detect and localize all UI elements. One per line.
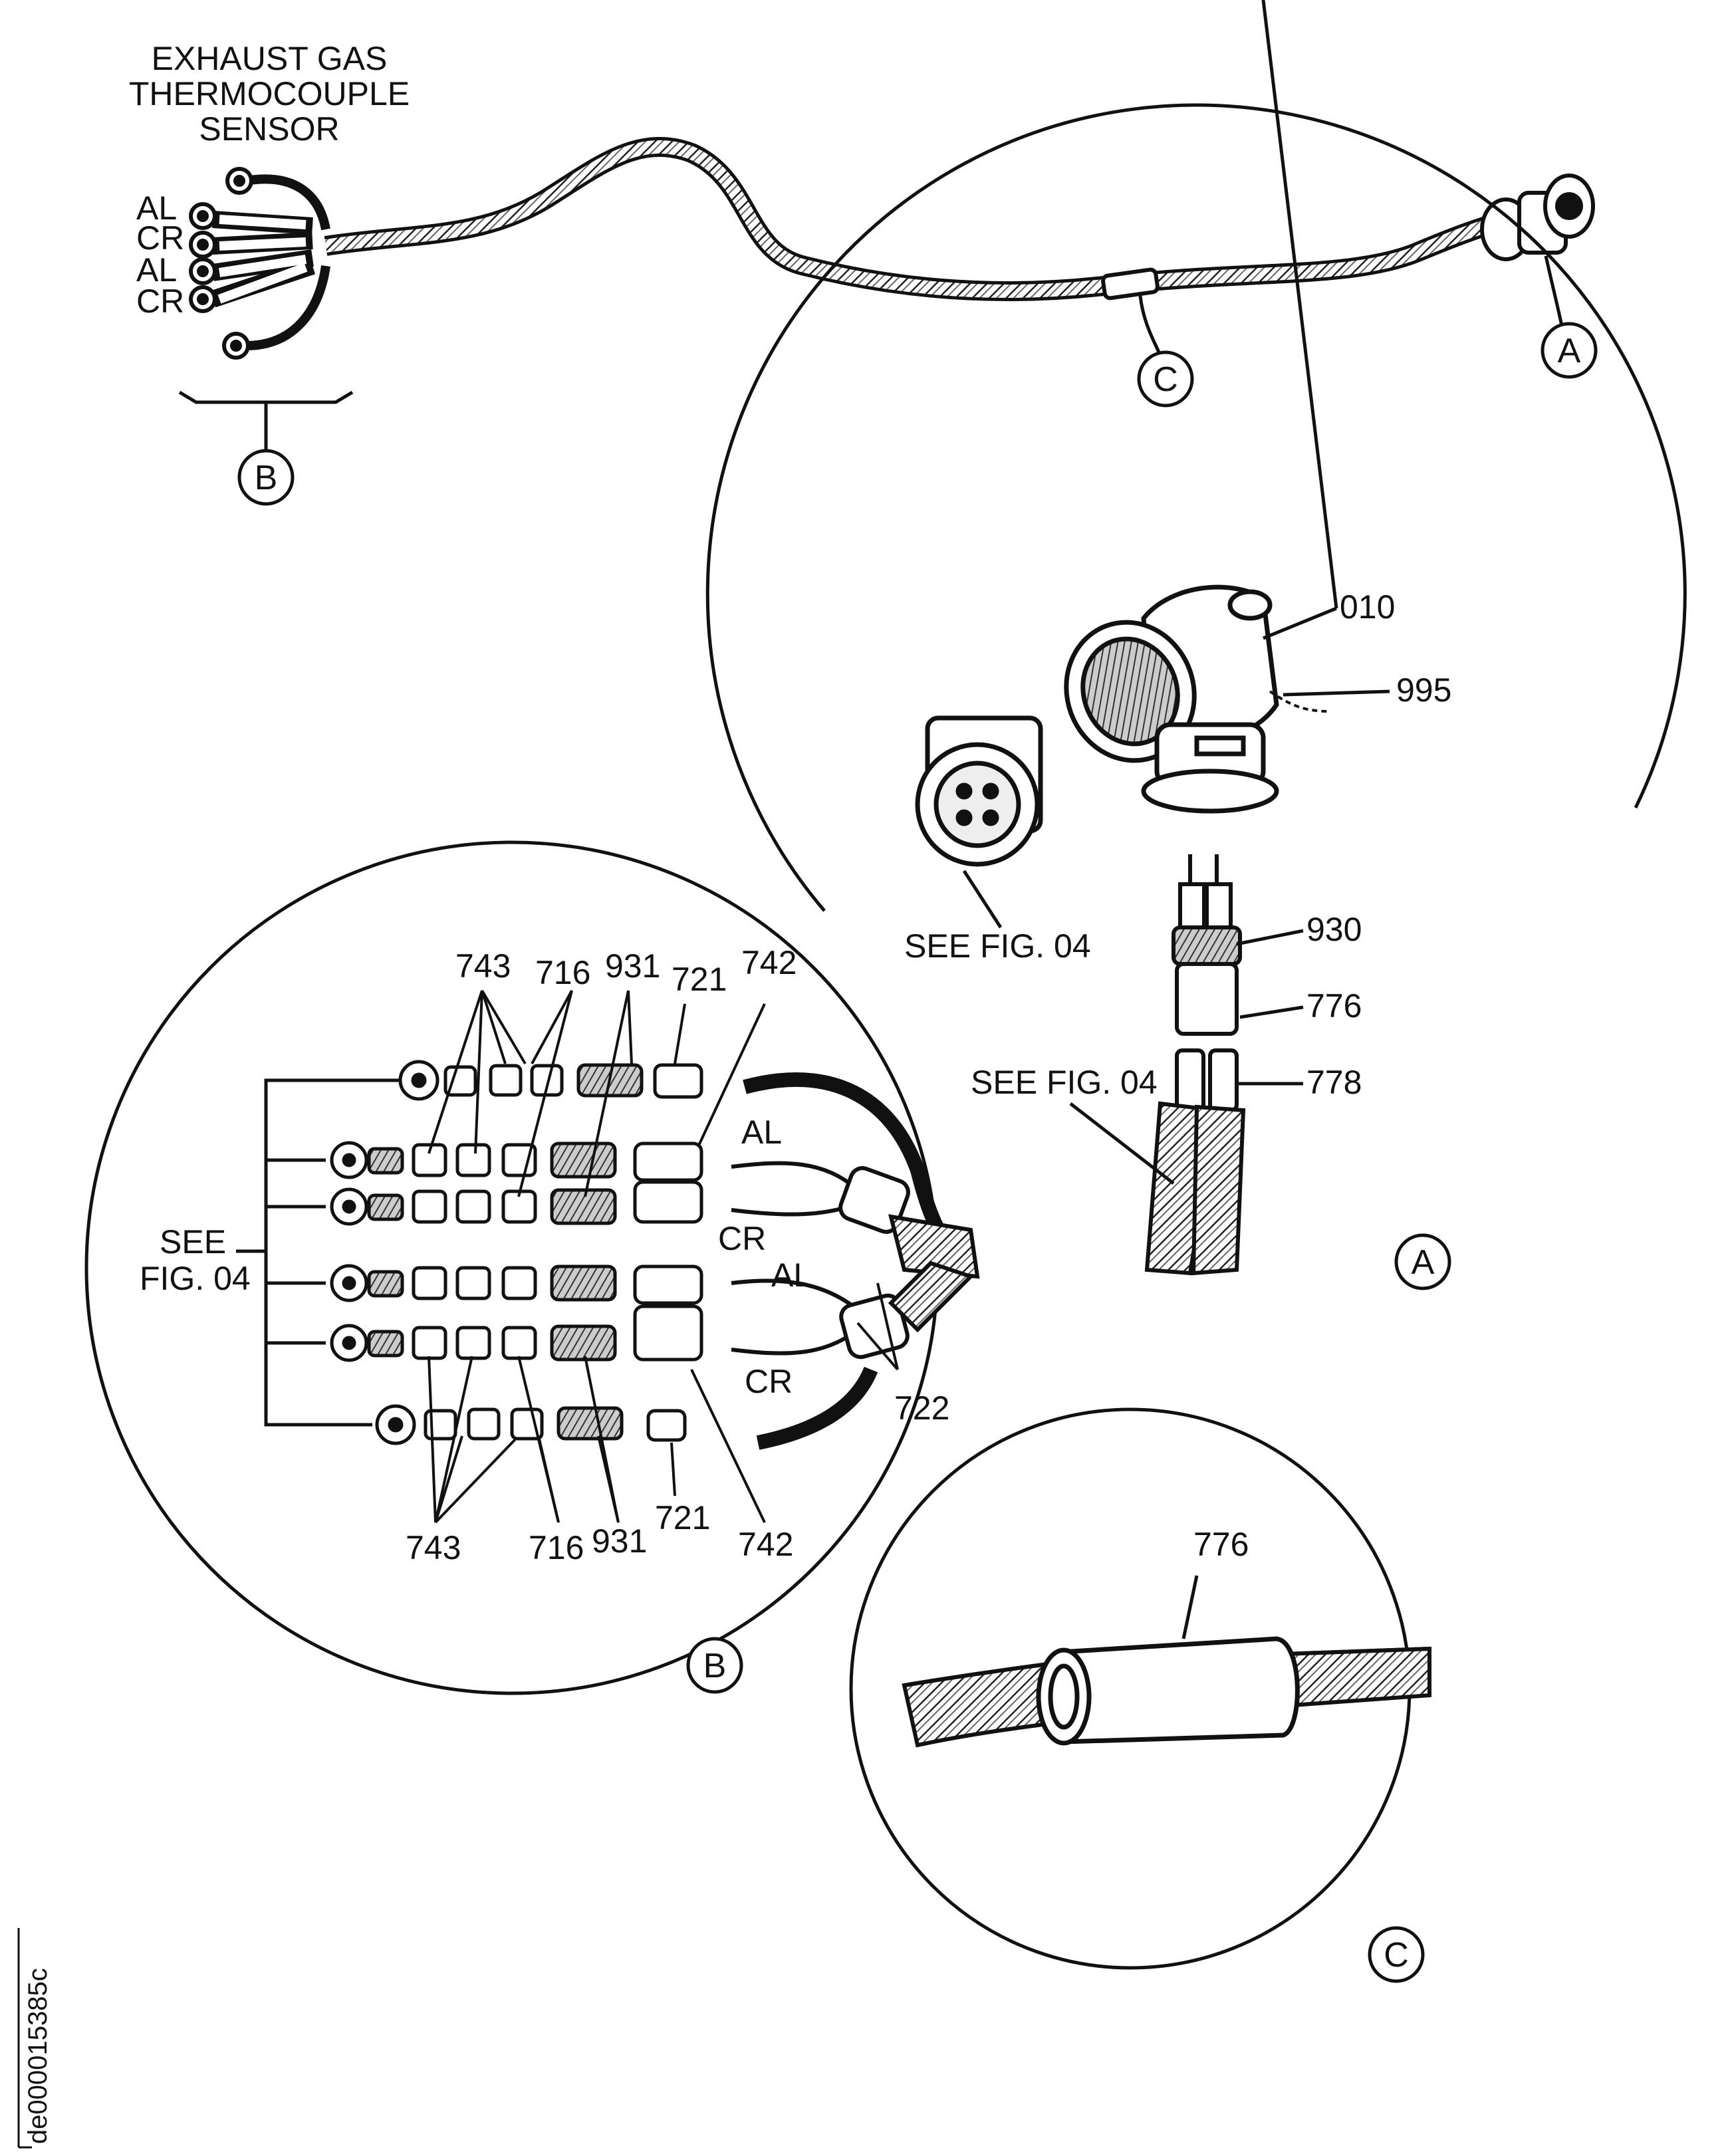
probe-terminals (189, 167, 253, 360)
part-776-a: 776 (1306, 987, 1362, 1024)
row-1 (398, 1060, 703, 1101)
sleeve-776-overview (1101, 267, 1160, 300)
svg-text:B: B (703, 1647, 727, 1685)
callout-a-text: A (1558, 332, 1581, 370)
part-930: 930 (1306, 911, 1362, 948)
harness-overview: AL CR AL CR A C B (136, 137, 1598, 506)
row-4 (330, 1264, 703, 1305)
receptacle-connector (915, 715, 1043, 867)
detail-b-label-cr-2: CR (745, 1363, 793, 1400)
callout-c-detail[interactable]: C (1368, 1926, 1425, 1983)
callout-b-text: B (255, 459, 278, 497)
detail-b-fig-04: FIG. 04 (140, 1260, 251, 1297)
part-931-bottom: 931 (592, 1522, 647, 1560)
connector-overview (1480, 174, 1595, 261)
detail-b-label-al-2: AL (771, 1257, 812, 1294)
detail-b-bottom-leaders (428, 1356, 766, 1524)
detail-b-boots (838, 1166, 980, 1360)
view-callout-b-overview[interactable]: B (237, 449, 295, 506)
detail-a-outline (705, 103, 1687, 912)
row-5 (330, 1304, 703, 1362)
probe-leads (209, 174, 330, 350)
overview-label-al-2: AL (136, 251, 177, 289)
part-995: 995 (1396, 671, 1451, 709)
svg-text:A: A (1412, 1243, 1435, 1282)
part-721-top: 721 (672, 961, 727, 998)
callout-c-text: C (1153, 360, 1178, 399)
part-716-top: 716 (535, 954, 590, 991)
callout-a-detail[interactable]: A (1394, 1233, 1451, 1290)
part-931-top: 931 (605, 947, 660, 985)
detail-b-see: SEE (160, 1223, 226, 1260)
part-776-c: 776 (1193, 1526, 1249, 1563)
detail-b-label-cr-1: CR (718, 1220, 766, 1257)
detail-b-top-leaders (428, 989, 899, 1371)
sleeve-776-detail (1036, 1636, 1300, 1746)
elbow-connector-010 (1064, 584, 1279, 814)
part-743-bottom: 743 (406, 1529, 461, 1566)
detail-a-see-fig-04-bottom: SEE FIG. 04 (971, 1064, 1158, 1101)
drawing-id: de000015385c (23, 1968, 53, 2144)
part-716-bottom: 716 (529, 1529, 584, 1566)
detail-view-c: C 776 (849, 1407, 1431, 1983)
detail-view-b: B SEE FIG. 04 (84, 840, 980, 1695)
part-722: 722 (894, 1389, 949, 1427)
part-743-top: 743 (455, 947, 511, 985)
svg-text:C: C (1384, 1936, 1409, 1975)
overview-label-cr-1: CR (136, 219, 184, 257)
title-line-1: EXHAUST GAS (152, 40, 388, 77)
overview-label-al-1: AL (136, 189, 177, 227)
part-778: 778 (1306, 1064, 1362, 1101)
view-callout-c-overview[interactable]: C (1137, 350, 1194, 408)
part-721-bottom: 721 (655, 1499, 710, 1536)
row-2 (330, 1141, 703, 1182)
sensor-title: EXHAUST GAS THERMOCOUPLE SENSOR (129, 40, 410, 148)
part-742-top: 742 (741, 944, 797, 981)
detail-b-label-al-1: AL (741, 1114, 782, 1151)
part-742-bottom: 742 (738, 1526, 793, 1563)
view-callout-a-overview[interactable]: A (1541, 322, 1598, 379)
title-line-3: SENSOR (199, 110, 339, 148)
detail-a-cable (1144, 854, 1246, 1276)
part-010: 010 (1340, 588, 1395, 626)
title-line-2: THERMOCOUPLE (129, 75, 410, 112)
row-3 (330, 1180, 703, 1226)
overview-label-cr-2: CR (136, 283, 184, 320)
detail-view-a: A SEE FIG. 04 (705, 0, 1687, 1290)
drawing-id-block: de000015385c (17, 1928, 53, 2149)
callout-b-detail[interactable]: B (686, 1637, 743, 1694)
detail-a-see-fig-04-top: SEE FIG. 04 (904, 927, 1091, 965)
